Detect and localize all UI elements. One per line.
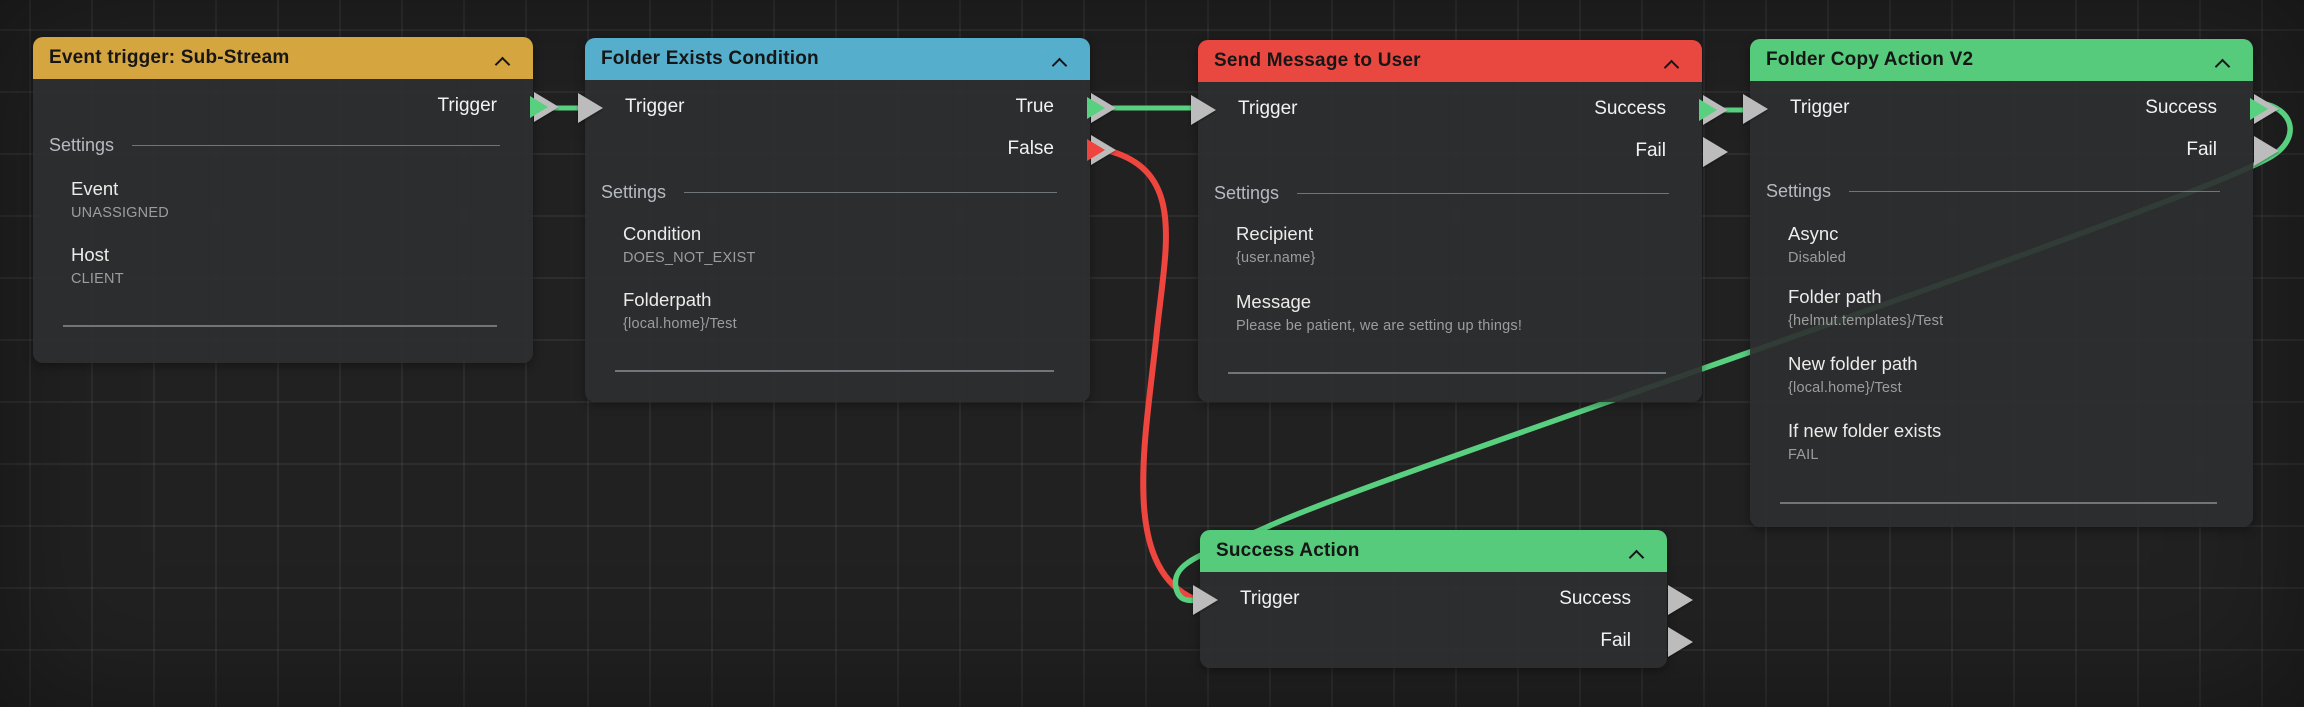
- collapse-chevron-icon[interactable]: [1630, 549, 1643, 562]
- setting-folder-path[interactable]: Folder path {helmut.templates}/Test: [1788, 286, 2223, 329]
- settings-label: Settings: [601, 182, 667, 202]
- port-label: Trigger: [1790, 97, 1850, 118]
- setting-value: {local.home}/Test: [1788, 380, 1902, 396]
- port-arrow-icon[interactable]: [1191, 95, 1216, 125]
- port-wire-fill: [1087, 139, 1105, 161]
- port-wire-fill: [1087, 97, 1105, 119]
- setting-label: New folder path: [1788, 353, 1918, 374]
- port-arrow-icon[interactable]: [1668, 585, 1693, 615]
- setting-label: Condition: [623, 223, 702, 244]
- setting-label: Async: [1788, 223, 1839, 244]
- port-label: Fail: [2186, 139, 2217, 160]
- setting-recipient[interactable]: Recipient {user.name}: [1236, 223, 1672, 266]
- setting-label: Message: [1236, 291, 1312, 312]
- setting-event[interactable]: Event UNASSIGNED: [71, 178, 503, 221]
- port-arrow-icon[interactable]: [1743, 94, 1768, 124]
- collapse-chevron-icon[interactable]: [1665, 59, 1678, 72]
- connection-false-to-success-action[interactable]: [1103, 147, 1197, 602]
- settings-label: Settings: [49, 135, 115, 155]
- port-wire-fill: [2250, 98, 2268, 120]
- collapse-chevron-icon[interactable]: [2216, 58, 2229, 71]
- setting-value: DOES_NOT_EXIST: [623, 250, 756, 266]
- port-label: Trigger: [625, 96, 685, 117]
- node-header[interactable]: Folder Copy Action V2: [1750, 39, 2253, 81]
- node-header[interactable]: Success Action: [1200, 530, 1667, 572]
- setting-value: {local.home}/Test: [623, 316, 737, 332]
- setting-label: Host: [71, 244, 110, 265]
- setting-label: If new folder exists: [1788, 420, 1942, 441]
- settings-divider: [684, 191, 1057, 194]
- port-arrow-icon[interactable]: [1703, 137, 1728, 167]
- node-bottom-divider: [1228, 372, 1666, 374]
- setting-label: Folder path: [1788, 286, 1882, 307]
- setting-label: Folderpath: [623, 289, 712, 310]
- setting-value: Disabled: [1788, 250, 1847, 266]
- collapse-chevron-icon[interactable]: [496, 56, 509, 69]
- port-arrow-icon[interactable]: [1668, 627, 1693, 657]
- node-bottom-divider: [1780, 502, 2217, 504]
- node-success-action[interactable]: Success Action Trigger Success Fail: [1193, 530, 1693, 668]
- node-title: Folder Exists Condition: [601, 48, 819, 69]
- setting-condition[interactable]: Condition DOES_NOT_EXIST: [623, 223, 1060, 266]
- node-header[interactable]: Event trigger: Sub-Stream: [33, 37, 533, 79]
- settings-divider: [1849, 190, 2220, 193]
- node-title: Event trigger: Sub-Stream: [49, 47, 290, 68]
- setting-message[interactable]: Message Please be patient, we are settin…: [1236, 291, 1672, 334]
- port-label: Fail: [1600, 630, 1631, 651]
- setting-folderpath[interactable]: Folderpath {local.home}/Test: [623, 289, 1060, 332]
- port-wire-fill: [530, 96, 548, 118]
- node-event-trigger-sub-stream[interactable]: Event trigger: Sub-Stream Trigger Settin…: [33, 37, 559, 363]
- port-label: Trigger: [1240, 588, 1300, 609]
- setting-value: {user.name}: [1236, 250, 1316, 266]
- node-send-message-to-user[interactable]: Send Message to User Trigger Success Fai…: [1191, 40, 1728, 402]
- port-label: Trigger: [1238, 98, 1298, 119]
- setting-label: Recipient: [1236, 223, 1314, 244]
- setting-value: {helmut.templates}/Test: [1788, 313, 1944, 329]
- node-header[interactable]: Send Message to User: [1198, 40, 1702, 82]
- node-bottom-divider: [63, 325, 497, 327]
- setting-label: Event: [71, 178, 119, 199]
- settings-divider: [132, 144, 500, 147]
- setting-host[interactable]: Host CLIENT: [71, 244, 503, 287]
- collapse-chevron-icon[interactable]: [1053, 57, 1066, 70]
- settings-label: Settings: [1214, 183, 1280, 203]
- setting-value: CLIENT: [71, 271, 124, 287]
- setting-if-new-folder-exists[interactable]: If new folder exists FAIL: [1788, 420, 2223, 463]
- settings-divider: [1297, 192, 1669, 195]
- port-label: False: [1007, 138, 1054, 159]
- port-label: Success: [1559, 588, 1631, 609]
- setting-value: FAIL: [1788, 447, 1819, 463]
- port-arrow-icon[interactable]: [2254, 136, 2279, 166]
- node-title: Success Action: [1216, 540, 1360, 561]
- port-label: True: [1015, 96, 1054, 117]
- setting-value: UNASSIGNED: [71, 205, 169, 221]
- port-label: Success: [1594, 98, 1666, 119]
- node-title: Folder Copy Action V2: [1766, 49, 1974, 70]
- port-wire-fill: [1699, 99, 1717, 121]
- node-bottom-divider: [615, 370, 1054, 372]
- port-label: Trigger: [437, 95, 497, 116]
- port-label: Success: [2145, 97, 2217, 118]
- node-folder-copy-action-v2[interactable]: Folder Copy Action V2 Trigger Success Fa…: [1743, 39, 2279, 527]
- setting-new-folder-path[interactable]: New folder path {local.home}/Test: [1788, 353, 2223, 396]
- setting-value: Please be patient, we are setting up thi…: [1236, 318, 1523, 334]
- port-label: Fail: [1635, 140, 1666, 161]
- node-folder-exists-condition[interactable]: Folder Exists Condition Trigger True Fal…: [578, 38, 1116, 402]
- node-title: Send Message to User: [1214, 50, 1421, 71]
- setting-async[interactable]: Async Disabled: [1788, 223, 2223, 266]
- node-header[interactable]: Folder Exists Condition: [585, 38, 1090, 80]
- port-arrow-icon[interactable]: [578, 93, 603, 123]
- port-arrow-icon[interactable]: [1193, 585, 1218, 615]
- settings-label: Settings: [1766, 181, 1832, 201]
